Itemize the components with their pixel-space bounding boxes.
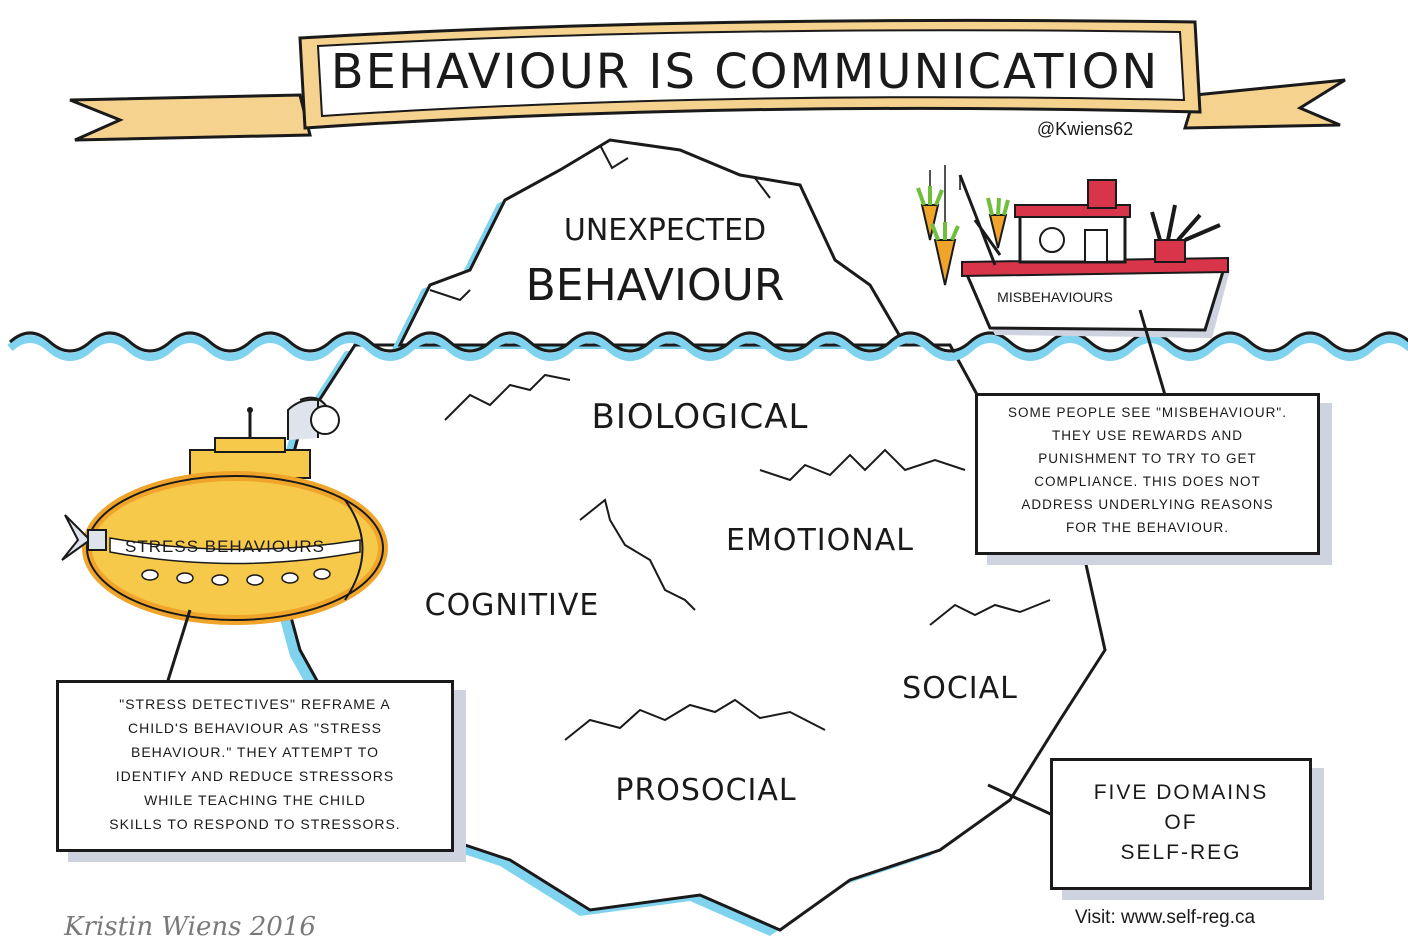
sub-tower-top <box>214 437 286 453</box>
waterline <box>7 331 1408 361</box>
domain-biological: BIOLOGICAL <box>592 397 809 437</box>
antenna-tip <box>247 407 253 413</box>
carrot-icon <box>916 186 944 241</box>
sub-label: STRESS BEHAVIOURS <box>125 537 325 556</box>
note-line: FIVE DOMAINS <box>1093 781 1269 804</box>
note-line: Some people see "misbehaviour". <box>1008 405 1287 420</box>
sub-portholes <box>141 568 331 586</box>
boat-chimney <box>1087 179 1117 209</box>
banner-inner <box>316 29 1186 118</box>
boat-connector <box>1138 309 1167 396</box>
domain-social: SOCIAL <box>902 671 1018 706</box>
banner-left-tail <box>69 93 312 142</box>
note-line: child's behaviour as "stress <box>128 720 382 736</box>
periscope-lens <box>310 405 340 435</box>
stress-note-text: "Stress detectives" reframe a child's be… <box>60 692 450 836</box>
domains-note-text: FIVE DOMAINS OF SELF-REG <box>1054 778 1308 868</box>
sub-band <box>109 537 361 565</box>
stress-note <box>56 680 454 852</box>
boat-fishing-rods <box>1150 204 1221 242</box>
misbehaviour-note-text: Some people see "misbehaviour". They use… <box>979 401 1316 539</box>
misbehaviour-note <box>975 393 1320 555</box>
fishing-boat: MISBEHAVIOURS <box>916 165 1230 396</box>
note-line: while teaching the child <box>144 792 366 808</box>
carrot-icon <box>986 197 1010 249</box>
note-line: punishment to try to get <box>1038 451 1257 466</box>
wave-ink <box>8 331 1408 353</box>
submarine: STRESS BEHAVIOURS <box>61 396 388 691</box>
banner-title: BEHAVIOUR IS COMMUNICATION <box>331 44 1160 100</box>
domains-note <box>1050 758 1312 890</box>
boat-cabin <box>1018 210 1127 264</box>
iceberg-tip-line2: BEHAVIOUR <box>526 260 785 311</box>
note-line: "Stress detectives" reframe a <box>119 696 391 712</box>
note-line: SELF-REG <box>1120 841 1242 864</box>
iceberg-tip-crack <box>429 144 771 302</box>
domain-prosocial: PROSOCIAL <box>615 773 796 808</box>
propeller-icon <box>61 514 107 561</box>
note-line: behaviour." They attempt to <box>131 744 379 760</box>
crack-cognitive <box>579 498 696 611</box>
note-line: skills to respond to stressors. <box>109 816 401 832</box>
domain-emotional: EMOTIONAL <box>726 523 914 558</box>
iceberg: UNEXPECTED BEHAVIOUR BIOLOGICAL EMOTIONA… <box>260 138 1107 936</box>
note-line: for the behaviour. <box>1065 520 1230 535</box>
crack-social <box>929 599 1051 626</box>
note-line: OF <box>1164 811 1198 834</box>
title-banner: BEHAVIOUR IS COMMUNICATION <box>69 18 1346 142</box>
sub-connector <box>163 609 192 691</box>
author-handle: @Kwiens62 <box>1037 119 1133 139</box>
boat-label: MISBEHAVIOURS <box>997 289 1113 305</box>
note-line: compliance. This does not <box>1034 474 1261 489</box>
boat-mast <box>958 174 1002 266</box>
banner-right-tail <box>1182 78 1346 130</box>
carrot-icon <box>930 222 960 286</box>
crack-emotional <box>759 448 966 482</box>
wave-highlight <box>7 335 1408 361</box>
domain-cognitive: COGNITIVE <box>425 588 600 623</box>
note-line: address underlying reasons <box>1021 497 1274 512</box>
boat-bucket <box>1154 239 1186 263</box>
boat-door <box>1084 229 1108 263</box>
artist-signature: Kristin Wiens 2016 <box>63 912 316 942</box>
iceberg-tip-line1: UNEXPECTED <box>564 213 766 248</box>
visit-link: Visit: www.self-reg.ca <box>1075 907 1256 928</box>
boat-porthole <box>1039 227 1065 253</box>
note-line: identify and reduce stressors <box>115 768 395 784</box>
crack-biological <box>444 373 571 421</box>
iceberg-tip <box>397 138 908 347</box>
sub-nose-ring <box>344 499 364 601</box>
note-line: They use rewards and <box>1051 428 1244 443</box>
crack-prosocial <box>564 698 826 741</box>
